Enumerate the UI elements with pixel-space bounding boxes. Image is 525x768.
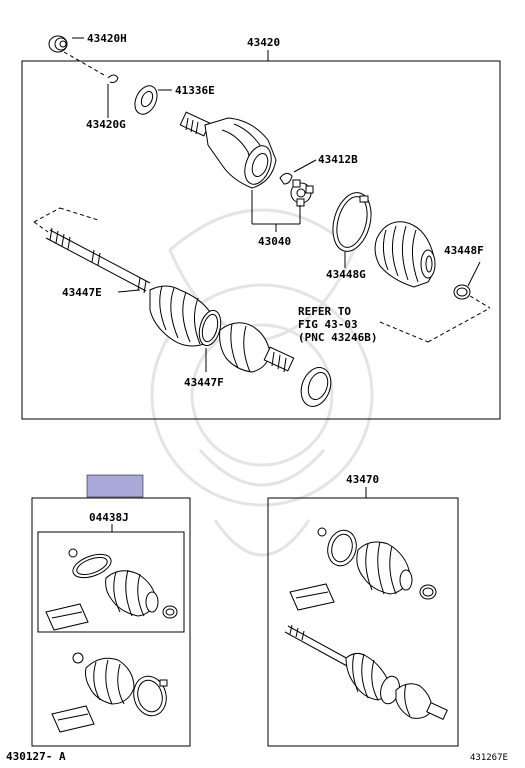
part-43420h[interactable] — [48, 35, 84, 53]
label-43447e: 43447E — [62, 286, 102, 299]
assembly-43420-box — [21, 60, 501, 420]
label-43412b: 43412B — [318, 153, 358, 166]
label-43448g: 43448G — [326, 268, 366, 281]
outboard-joint-housing[interactable] — [179, 111, 277, 189]
rh-small-clamp[interactable] — [419, 584, 437, 600]
rh-large-clamp[interactable] — [324, 527, 360, 569]
refer-to-line3: (PNC 43246B) — [298, 331, 377, 344]
watermark-crest — [150, 208, 374, 557]
dashed-guides — [33, 207, 491, 343]
label-43420: 43420 — [247, 36, 280, 49]
leader-43040 — [251, 190, 301, 232]
kit-outer-boot[interactable] — [85, 657, 135, 705]
rh-boot[interactable] — [356, 541, 413, 595]
kit-inner-box — [37, 531, 185, 633]
kit-outer-large-clamp[interactable] — [129, 673, 170, 720]
rh-drive-shaft[interactable] — [284, 624, 448, 720]
drive-shaft[interactable] — [45, 227, 151, 294]
kit-grease-packet[interactable] — [45, 603, 89, 631]
rh-grease-packet[interactable] — [289, 583, 335, 611]
label-43470: 43470 — [346, 473, 379, 486]
inboard-boot[interactable] — [149, 285, 213, 347]
part-43420g[interactable] — [107, 74, 119, 118]
part-43448f[interactable] — [453, 261, 481, 300]
label-43447f: 43447F — [184, 376, 224, 389]
kit-boot[interactable] — [105, 569, 159, 617]
label-43448f: 43448F — [444, 244, 484, 257]
kit-large-clamp[interactable] — [70, 550, 114, 582]
label-41336e: 41336E — [175, 84, 215, 97]
kit-outer-small-ring[interactable] — [72, 652, 84, 664]
inner-cv-joint[interactable] — [219, 322, 295, 373]
label-43420h: 43420H — [87, 32, 127, 45]
tripod-inner-race[interactable] — [290, 179, 314, 207]
outboard-boot[interactable] — [374, 221, 436, 288]
kit-small-clamp[interactable] — [162, 605, 178, 619]
assembly-43470-box — [267, 497, 459, 747]
part-43412b[interactable] — [279, 159, 317, 185]
part-41336e[interactable] — [131, 82, 172, 118]
oil-seal[interactable] — [296, 363, 336, 410]
footer-left-code: 430127- A — [6, 750, 66, 763]
label-04438j: 04438J — [89, 511, 129, 524]
label-43040: 43040 — [258, 235, 291, 248]
kit-04438j-box — [31, 497, 191, 747]
rh-small-ring[interactable] — [317, 527, 327, 537]
refer-to-line2: FIG 43-03 — [298, 318, 358, 331]
part-43448g[interactable] — [327, 188, 377, 268]
refer-to-line1: REFER TO — [298, 305, 351, 318]
highlighted-part-number[interactable] — [86, 474, 144, 498]
kit-small-ring[interactable] — [68, 548, 78, 558]
label-43420g: 43420G — [86, 118, 126, 131]
kit-outer-grease-packet[interactable] — [51, 705, 95, 733]
footer-right-code: 431267E — [470, 753, 508, 763]
